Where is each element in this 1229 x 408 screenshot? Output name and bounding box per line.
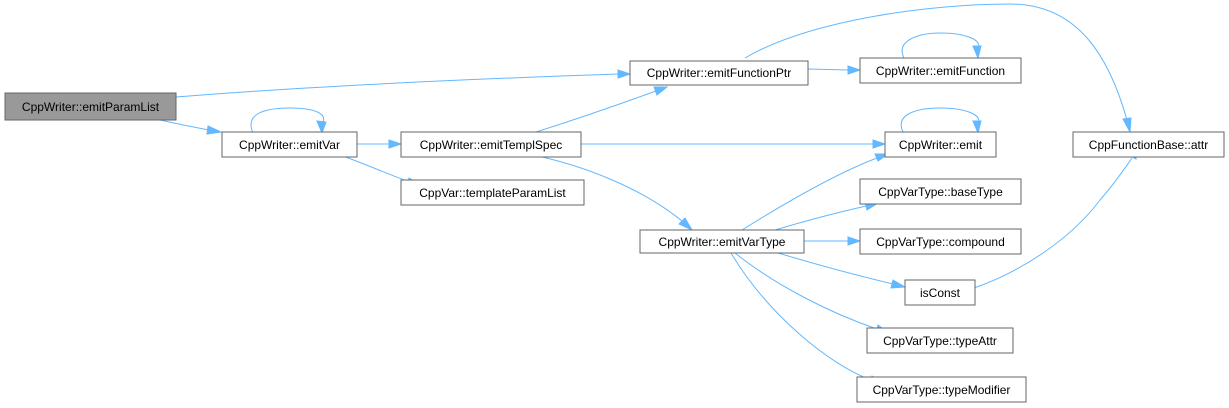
node-label: CppVarType::baseType: [878, 185, 1003, 199]
edge-emitTemplSpec-emitVarType: [537, 155, 694, 232]
edge-emit-self: [900, 107, 982, 135]
node-label: CppVarType::compound: [876, 235, 1005, 249]
node-base-type[interactable]: CppVarType::baseType: [859, 178, 1022, 205]
node-label: CppVarType::typeAttr: [883, 334, 997, 348]
node-is-const[interactable]: isConst: [904, 279, 976, 306]
node-label: CppWriter::emitTemplSpec: [420, 138, 563, 152]
node-label: CppWriter::emitVarType: [659, 235, 786, 249]
edge-emitVarType-typeAttr: [734, 252, 891, 334]
node-label: CppWriter::emit: [899, 138, 983, 152]
node-label: CppWriter::emitFunctionPtr: [647, 66, 792, 80]
node-label: CppFunctionBase::attr: [1089, 138, 1208, 152]
edge-emitVar-self: [250, 107, 327, 135]
node-emit-param-list[interactable]: CppWriter::emitParamList: [4, 92, 177, 121]
edge-emitParamList-emitFunctionPtr: [175, 69, 632, 98]
edge-emitVarType-isConst: [777, 252, 907, 289]
edge-emitVar-emitTemplSpec: [357, 139, 403, 149]
node-emit-function-ptr[interactable]: CppWriter::emitFunctionPtr: [629, 60, 809, 86]
node-type-attr[interactable]: CppVarType::typeAttr: [866, 327, 1014, 354]
edge-isConst-attr: [973, 143, 1137, 289]
edge-emitTemplSpec-emitFunctionPtr: [535, 86, 669, 133]
node-attr[interactable]: CppFunctionBase::attr: [1072, 131, 1225, 158]
node-emit-function[interactable]: CppWriter::emitFunction: [859, 57, 1022, 84]
node-compound[interactable]: CppVarType::compound: [859, 228, 1022, 255]
node-label: CppVarType::typeModifier: [873, 383, 1011, 397]
edge-emitVarType-baseType: [774, 201, 880, 231]
node-label: CppWriter::emitFunction: [876, 64, 1005, 78]
edge-emitFunctionPtr-attr: [744, 3, 1132, 134]
edge-emitTemplSpec-emit: [581, 139, 887, 149]
node-label: CppWriter::emitVar: [239, 138, 340, 152]
node-emit-templ-spec[interactable]: CppWriter::emitTemplSpec: [400, 131, 582, 158]
edge-emitFunctionPtr-emitFunction: [807, 65, 862, 75]
edge-emitVarType-compound: [804, 236, 862, 246]
node-type-modifier[interactable]: CppVarType::typeModifier: [856, 376, 1027, 403]
edge-emitFunction-self: [901, 32, 982, 60]
node-label: CppWriter::emitParamList: [22, 100, 160, 114]
edge-emitParamList-emitVar: [159, 119, 223, 135]
node-emit[interactable]: CppWriter::emit: [884, 131, 997, 158]
node-template-param-list[interactable]: CppVar::templateParamList: [400, 179, 585, 206]
node-label: isConst: [920, 286, 961, 300]
node-emit-var-type[interactable]: CppWriter::emitVarType: [639, 229, 805, 254]
node-label: CppVar::templateParamList: [419, 186, 566, 200]
edge-emitVarType-typeModifier: [730, 252, 885, 385]
node-emit-var[interactable]: CppWriter::emitVar: [221, 131, 358, 158]
